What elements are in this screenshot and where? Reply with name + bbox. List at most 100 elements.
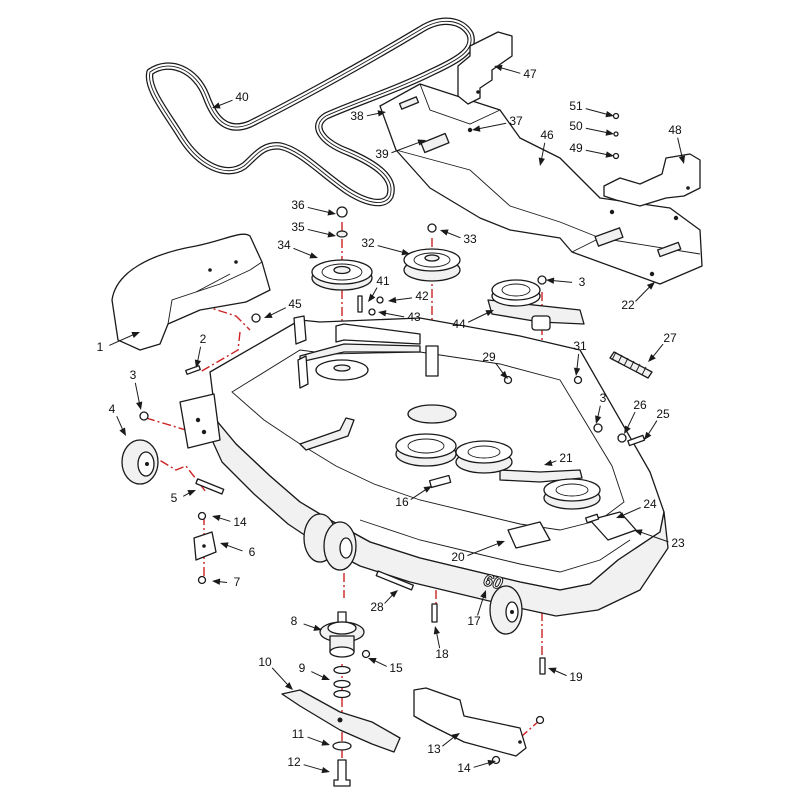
callout-number: 20 [451, 550, 465, 564]
callout-37: 37 [472, 114, 523, 132]
hub-plate [315, 359, 369, 381]
callout-number: 7 [234, 575, 241, 589]
callout-leader [307, 228, 331, 236]
callout-arrowhead [546, 277, 555, 284]
callout-arrowhead [440, 229, 449, 236]
callout-arrowhead [487, 759, 496, 767]
callout-3: 3 [595, 391, 607, 424]
callout-3: 3 [130, 368, 143, 410]
callout-number: 31 [573, 339, 587, 353]
deck-pulley-center [395, 433, 457, 467]
callout-number: 6 [249, 545, 256, 559]
callout-1: 1 [97, 332, 140, 354]
callout-number: 13 [427, 742, 441, 756]
callout-number: 18 [435, 647, 449, 661]
callout-leader [377, 245, 405, 254]
callout-2: 2 [194, 332, 207, 368]
callout-leader [635, 285, 651, 302]
callout-arrowhead [678, 155, 685, 164]
callout-leader [217, 99, 233, 107]
callout-leader [499, 66, 521, 74]
callout-leader [467, 311, 489, 323]
callout-leader [307, 206, 331, 214]
callout-number: 48 [668, 123, 682, 137]
callout-number: 14 [233, 515, 247, 529]
callout-leader [307, 736, 325, 744]
callout-14: 14 [457, 759, 496, 775]
callout-arrowhead [605, 129, 614, 136]
callout-9: 9 [299, 661, 330, 681]
callout-31: 31 [573, 339, 587, 376]
callout-leader [311, 671, 325, 679]
callout-arrowhead [313, 624, 322, 631]
pulley-34 [311, 259, 373, 291]
callout-26: 26 [624, 398, 647, 434]
callout-25: 25 [644, 407, 670, 440]
decal-front [594, 227, 624, 247]
front-wheel-left [303, 513, 357, 571]
callout-number: 12 [287, 755, 301, 769]
callout-45: 45 [264, 297, 302, 318]
callout-17: 17 [467, 590, 487, 628]
callout-39: 39 [375, 139, 426, 161]
callout-number: 15 [389, 661, 403, 675]
callout-number: 41 [376, 274, 390, 288]
decal-39 [420, 132, 450, 154]
decal-38 [398, 96, 420, 110]
callout-leader [477, 595, 485, 616]
deck-pulley-mid [455, 440, 513, 474]
callout-arrowhead [377, 110, 386, 117]
blade-washer [332, 741, 352, 751]
callout-number: 35 [291, 220, 305, 234]
washer-stack [333, 665, 351, 699]
callout-arrowhead [485, 310, 494, 317]
callout-arrowhead [433, 626, 440, 635]
callout-number: 3 [130, 368, 137, 382]
callout-33: 33 [440, 229, 477, 246]
callout-number: 29 [482, 350, 496, 364]
callout-47: 47 [494, 64, 537, 81]
callout-number: 40 [235, 90, 249, 104]
callout-arrowhead [368, 657, 377, 664]
callout-number: 11 [292, 727, 305, 741]
callout-leader [384, 593, 394, 604]
callout-leader [576, 353, 580, 371]
callout-arrowhead [194, 359, 202, 368]
callout-arrowhead [378, 310, 387, 317]
callout-4: 4 [109, 402, 126, 436]
callout-arrowhead [368, 293, 376, 302]
callout-arrowhead [605, 111, 614, 118]
bracket-48 [603, 153, 701, 207]
callout-8: 8 [291, 614, 322, 631]
callout-leader [585, 127, 609, 134]
callout-15: 15 [368, 657, 403, 675]
callout-leader [467, 542, 500, 557]
callout-51: 51 [569, 99, 614, 118]
bracket-13 [413, 687, 527, 757]
callout-50: 50 [569, 119, 614, 136]
callout-arrowhead [388, 296, 397, 304]
callout-number: 3 [600, 391, 607, 405]
callout-number: 19 [569, 670, 583, 684]
bracket-47 [457, 31, 513, 105]
callout-leader [196, 346, 202, 363]
callout-number: 49 [569, 141, 583, 155]
callout-36: 36 [291, 198, 336, 216]
callout-21: 21 [544, 451, 573, 466]
callout-number: 36 [291, 198, 305, 212]
mower-deck-shell: 60 [209, 315, 669, 617]
callout-leader [551, 280, 573, 283]
callout-number: 34 [277, 238, 291, 252]
callout-leader [473, 761, 491, 768]
callout-43: 43 [378, 310, 421, 324]
callout-arrowhead [220, 542, 229, 549]
callout-number: 23 [671, 536, 685, 550]
callout-leader [217, 516, 231, 522]
callout-arrowhead [538, 157, 545, 166]
callout-arrowhead [634, 529, 643, 536]
callout-number: 3 [579, 275, 586, 289]
callout-arrowhead [327, 209, 336, 216]
callout-leader [677, 137, 683, 159]
callout-leader [553, 669, 567, 677]
